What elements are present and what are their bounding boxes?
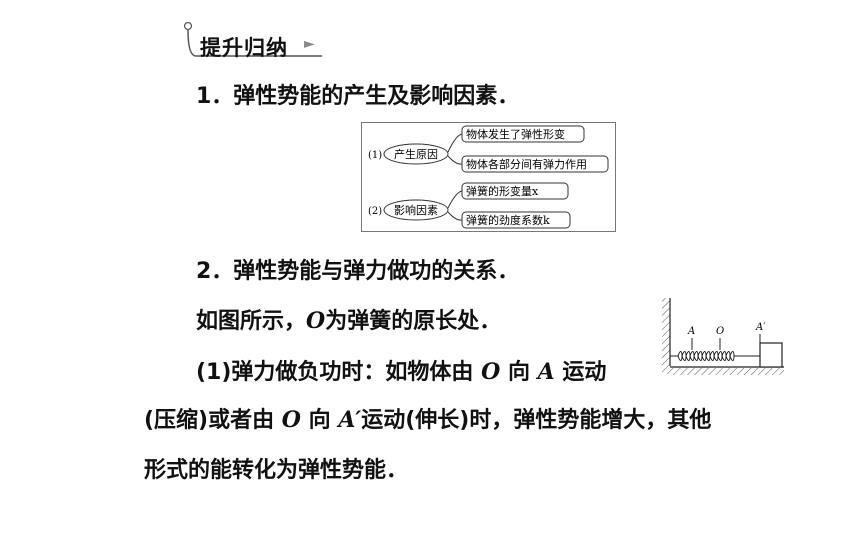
group-2-number: (2) [368, 206, 382, 217]
symbol-a: A [537, 359, 555, 385]
para2-mid2: 运动 [562, 360, 607, 385]
concept-diagram: (1) 产生原因 物体发生了弹性形变 物体各部分间有弹力作用 (2) 影响因素 … [361, 122, 616, 232]
block [759, 342, 783, 368]
para2-mid3: 向 [308, 408, 331, 433]
group-1-item-2: 物体各部分间有弹力作用 [466, 157, 587, 171]
para2-line2a: (压缩)或者由 [144, 408, 275, 433]
group-1-oval [383, 143, 449, 165]
group-1-label: 产生原因 [394, 147, 438, 161]
symbol-o: O [306, 308, 326, 334]
symbol-o: O [481, 359, 501, 385]
label-a-prime: A′ [755, 322, 766, 333]
wall-hatch [662, 298, 670, 374]
paragraph-2-line-1: (1)弹力做负功时：如物体由 O 向 A 运动 [196, 354, 606, 386]
paragraph-2-line-3: 形式的能转化为弹性势能． [144, 458, 409, 483]
group-2-oval [383, 199, 449, 221]
spring-figure: A O A′ [660, 296, 786, 382]
heading-1: 1．弹性势能的产生及影响因素． [196, 84, 520, 109]
group-2-item-1-box [461, 182, 569, 200]
group-2-item-2-box [461, 211, 571, 229]
para1-after: 为弹簧的原长处． [325, 309, 502, 334]
play-arrow-icon: ► [304, 36, 315, 52]
heading-2: 2．弹性势能与弹力做功的关系． [196, 259, 520, 284]
group-2-label: 影响因素 [394, 204, 438, 217]
pin-icon [183, 22, 322, 57]
para2-mid1: 向 [507, 360, 530, 385]
symbol-o: O [281, 407, 301, 433]
group-2-item-1: 弹簧的形变量x [466, 184, 539, 198]
para2-prefix: (1)弹力做负功时：如物体由 [196, 360, 474, 385]
group-1-number: (1) [368, 150, 382, 161]
group-2-item-2: 弹簧的劲度系数k [466, 213, 550, 227]
para1-before: 如图所示， [196, 309, 307, 334]
group-1-item-2-box [461, 155, 609, 173]
group-1-item-1: 物体发生了弹性形变 [466, 127, 565, 141]
spring-coil [677, 351, 735, 357]
para2-line2b: 运动(伸长)时，弹性势能增大，其他 [361, 408, 712, 433]
concept-diagram-svg: (1) 产生原因 物体发生了弹性形变 物体各部分间有弹力作用 (2) 影响因素 … [368, 125, 609, 229]
group-1-item-1-box [461, 125, 585, 143]
section-tag-label: 提升归纳 [200, 36, 288, 60]
floor-hatch [670, 368, 784, 375]
paragraph-2-line-2: (压缩)或者由 O 向 A′运动(伸长)时，弹性势能增大，其他 [144, 402, 711, 434]
symbol-a-prime: A′ [338, 407, 362, 433]
paragraph-1: 如图所示，O为弹簧的原长处． [196, 303, 501, 335]
label-a: A [687, 326, 695, 337]
label-o: O [716, 326, 724, 337]
spring-figure-svg: A O A′ [662, 298, 784, 375]
section-tag: 提升归纳 ► [182, 22, 332, 62]
